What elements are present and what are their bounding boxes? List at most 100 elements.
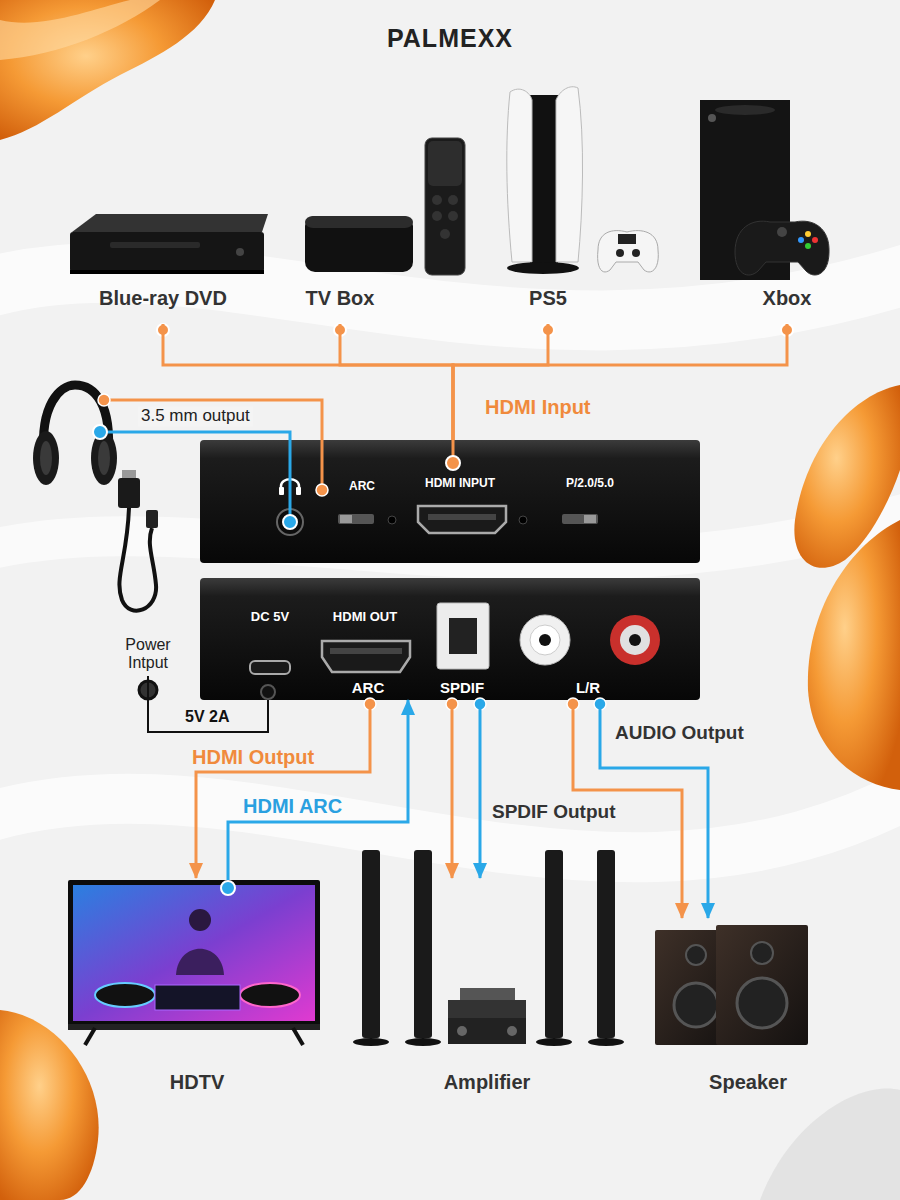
xbox-console [715,105,775,115]
hdtv [95,983,155,1007]
converter-housing [388,516,396,524]
port-label: L/R [576,679,600,696]
headphones [33,431,59,485]
ps5-console [507,262,579,274]
ps5-console [507,89,532,262]
converter-input-panel: ARCHDMI INPUTP/2.0/5.0 [200,440,700,563]
label-text: PS5 [529,287,567,310]
headphones [91,431,117,485]
converter-housing [338,514,374,524]
signal-label: 3.5 mm output [138,406,253,426]
bluray-player [70,232,264,272]
bookshelf-speakers [655,925,808,1045]
port-label: P/2.0/5.0 [566,477,614,491]
converter-housing [620,625,650,655]
bluray-player [70,270,264,274]
converter-housing [200,440,700,563]
home-theater [362,850,380,1038]
label-text: Amplifier [444,1071,531,1094]
hdtv [73,885,315,1021]
hdtv [240,983,300,1007]
device: Xbox [742,284,832,324]
converter-housing [418,506,506,533]
connector-wire [453,324,548,440]
home-theater [457,1026,467,1036]
background [0,770,900,857]
usb-cable [146,510,158,528]
tv-box [432,195,442,205]
label-text: HDTV [170,1071,224,1094]
home-theater [597,850,615,1038]
home-theater [353,850,624,1046]
converter-housing [610,615,660,665]
converter-housing [322,641,410,672]
headphones [98,441,110,475]
converter-housing [520,615,570,665]
label-text: Power Intput [110,636,186,673]
tv-box [305,216,413,228]
bookshelf-speakers [674,983,718,1027]
tv-box [305,138,465,275]
hdtv [176,949,224,975]
tv-box [448,211,458,221]
speaker: Speaker [650,918,820,1100]
bookshelf-speakers [686,945,706,965]
port-label: ARC [349,480,375,494]
hdtv: HDTV [60,878,330,1100]
tv-box [305,216,413,272]
xbox-console [708,114,716,122]
orange-swirl [0,0,160,60]
port-dot [93,324,793,710]
home-theater [353,1038,389,1046]
hdtv [68,880,320,1028]
converter-housing [296,487,301,495]
converter-housing [584,515,596,523]
converter-housing [449,618,477,654]
converter-housing [519,516,527,524]
converter-housing [629,634,641,646]
connector-wire [148,676,268,732]
hdtv [155,985,240,1010]
converter-housing [340,515,352,523]
xbox-console [805,231,811,237]
converter-housing [279,487,284,495]
tv-box [432,211,442,221]
connector-wire [196,700,370,878]
signal-label: HDMI Input [485,396,591,419]
port-label: ARC [352,679,385,696]
ps5-console [616,249,624,257]
headphones [33,385,117,485]
hdtv [68,880,320,1045]
tv-box [448,195,458,205]
port-dot [261,685,275,699]
connector-label: HDMI ARC [243,795,342,818]
connector-wire [451,700,454,878]
port-label: HDMI OUT [333,610,397,625]
label-text: TV Box [306,287,375,310]
converter-housing [530,625,560,655]
signal-label: AUDIO Output [615,722,744,744]
label-text: Xbox [763,287,812,310]
connector-wire [228,700,408,878]
converter-output-panel: DC 5VHDMI OUTARCSPDIFL/R [200,578,700,700]
tv-box [425,138,465,275]
converter-housing [330,648,402,654]
home-theater [536,1038,572,1046]
xbox-console [735,221,829,275]
hdtv [68,1024,320,1030]
orange-swirl [0,0,215,140]
xbox-console [805,243,811,249]
port-label: SPDIF [440,679,484,696]
signal-label: SPDIF Output [492,801,615,823]
ps5-console [507,87,659,274]
bluray-player [70,214,268,274]
converter-housing [200,578,700,700]
xbox-console [798,237,804,243]
hdtv [85,1028,95,1045]
device: PS5 [498,284,598,324]
label-text: Speaker [709,1071,787,1094]
ps5-console [598,231,659,272]
home-theater [448,1018,526,1044]
